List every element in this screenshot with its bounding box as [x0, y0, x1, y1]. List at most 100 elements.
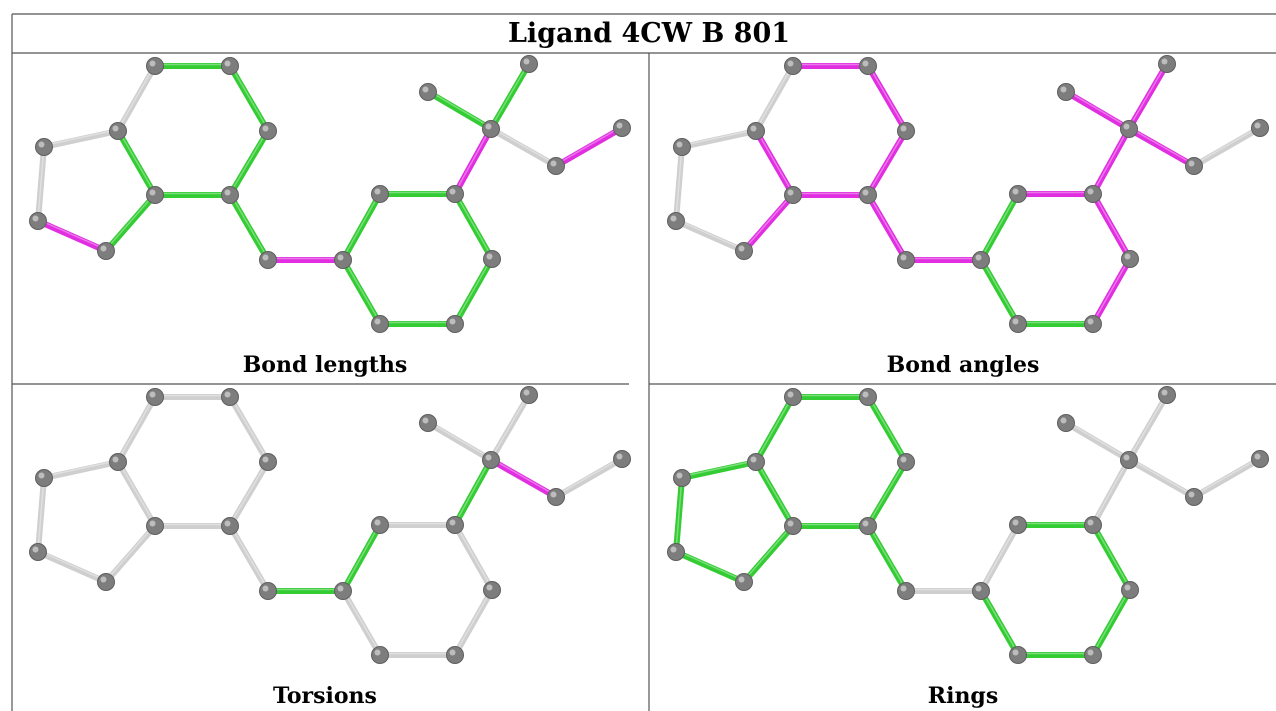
bond-highlight-10-11 [342, 523, 381, 590]
atom-shine-3 [224, 189, 231, 196]
bond-highlight-12-16 [1092, 127, 1130, 193]
atom-shine-18 [1161, 389, 1168, 396]
atom-shine-13 [486, 584, 493, 591]
bond-highlight-19-20 [555, 125, 623, 166]
atom-shine-16 [1123, 123, 1130, 130]
atom-7 [29, 543, 47, 561]
atom-10 [972, 582, 990, 600]
atom-shine-9 [262, 254, 269, 261]
bond-highlight-16-17 [427, 420, 492, 460]
atom-17 [1057, 83, 1075, 101]
atom-shine-8 [738, 576, 745, 583]
panel-torsions: Torsions [29, 386, 631, 709]
atom-7 [29, 212, 47, 230]
bond-12-16 [1090, 126, 1132, 197]
bond-highlight-13-14 [454, 588, 493, 654]
bond-highlight-6-5 [43, 128, 119, 147]
bond-highlight-13-14 [1092, 257, 1131, 323]
bond-16-18 [488, 392, 532, 463]
bond-highlight-6-5 [43, 459, 119, 478]
bond-highlight-16-19 [1128, 457, 1195, 497]
bond-highlight-7-6 [37, 145, 45, 220]
atom-11 [371, 516, 389, 534]
bond-highlight-15-10 [342, 589, 381, 654]
bond-13-14 [1090, 587, 1133, 658]
bond-7-6 [35, 475, 47, 555]
atom-11 [371, 185, 389, 203]
atom-shine-8 [738, 245, 745, 252]
atom-19 [1185, 488, 1203, 506]
bond-highlight-16-18 [490, 62, 530, 128]
atom-14 [1084, 646, 1102, 664]
bond-8-7 [673, 549, 747, 585]
atom-shine-2 [900, 456, 907, 463]
atom-shine-7 [670, 546, 677, 553]
bond-highlight-5-0 [117, 395, 156, 461]
atom-shine-18 [523, 58, 530, 65]
bond-13-14 [452, 256, 495, 327]
atom-17 [1057, 414, 1075, 432]
bond-7-6 [673, 144, 685, 224]
atom-12 [446, 185, 464, 203]
bond-7-6 [673, 475, 685, 555]
atom-shine-20 [616, 453, 623, 460]
bond-highlight-13-14 [454, 257, 493, 323]
atom-shine-1 [862, 60, 869, 67]
bond-1-2 [227, 394, 271, 465]
atom-0 [146, 388, 164, 406]
bond-highlight-2-3 [229, 460, 269, 525]
atom-19 [547, 488, 565, 506]
bond-10-11 [978, 522, 1021, 594]
atom-shine-4 [149, 520, 156, 527]
atom-shine-19 [550, 491, 557, 498]
atom-shine-0 [787, 391, 794, 398]
bond-16-17 [1063, 420, 1132, 463]
bond-2-3 [865, 459, 909, 529]
atom-shine-2 [262, 456, 269, 463]
atom-16 [482, 120, 500, 138]
bond-highlight-16-18 [1128, 393, 1168, 459]
atom-20 [613, 450, 631, 468]
atom-3 [221, 517, 239, 535]
atom-shine-6 [38, 141, 45, 148]
bond-highlight-8-7 [675, 218, 745, 251]
bond-highlight-7-6 [675, 145, 683, 220]
atom-shine-0 [149, 391, 156, 398]
bond-5-0 [753, 63, 796, 134]
bond-highlight-16-19 [490, 126, 557, 166]
atom-1 [859, 57, 877, 75]
atom-14 [1084, 315, 1102, 333]
atom-shine-12 [1087, 519, 1094, 526]
atom-shine-4 [787, 189, 794, 196]
bond-highlight-4-8 [743, 524, 794, 581]
atom-2 [897, 122, 915, 140]
bond-highlight-3-9 [867, 193, 907, 259]
atom-4 [146, 186, 164, 204]
atom-shine-14 [449, 649, 456, 656]
atom-5 [747, 122, 765, 140]
bond-highlight-1-2 [867, 395, 907, 461]
atom-18 [1158, 55, 1176, 73]
bond-12-13 [452, 522, 495, 593]
atom-16 [482, 451, 500, 469]
atom-shine-4 [149, 189, 156, 196]
bond-highlight-7-6 [675, 476, 683, 551]
panel-caption-rings: Rings [928, 683, 998, 709]
atom-8 [97, 573, 115, 591]
bond-15-10 [978, 588, 1021, 658]
bond-16-19 [1126, 457, 1197, 500]
bond-highlight-19-20 [1193, 125, 1261, 166]
atom-shine-14 [1087, 649, 1094, 656]
bond-19-20 [553, 456, 625, 500]
bond-highlight-16-19 [1128, 126, 1195, 166]
atom-shine-6 [676, 472, 683, 479]
atom-13 [1121, 581, 1139, 599]
atom-shine-6 [676, 141, 683, 148]
bond-highlight-3-9 [229, 193, 269, 259]
bond-4-8 [741, 192, 796, 254]
bond-10-11 [340, 522, 383, 594]
bond-highlight-5-0 [755, 395, 794, 461]
atom-8 [97, 242, 115, 260]
panel-bond-angles: Bond angles [667, 55, 1269, 378]
bond-highlight-15-10 [980, 589, 1019, 654]
